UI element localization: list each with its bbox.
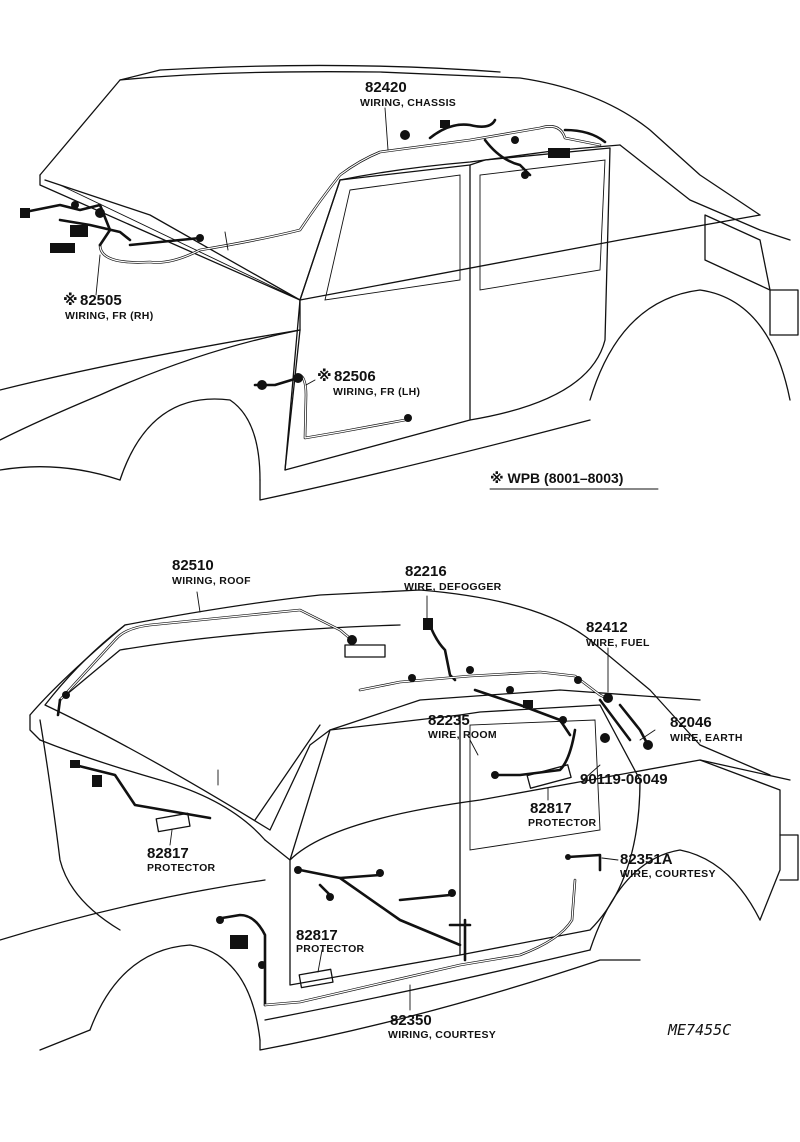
top-leaders [95, 107, 389, 386]
callout-82412-desc: WIRE, FUEL [586, 637, 650, 649]
harness-82350 [216, 866, 577, 1007]
harness-82505 [20, 201, 229, 253]
callout-82817-rear-desc: PROTECTOR [147, 862, 216, 874]
callout-82510-number: 82510 [172, 557, 214, 574]
callout-82235-number: 82235 [428, 712, 470, 729]
wpb-note-text: ※ WPB (8001–8003) [490, 470, 623, 486]
harness-82235 [358, 666, 632, 789]
callout-82235: 82235 WIRE, ROOM [428, 712, 497, 741]
callout-90119-number: 90119-06049 [580, 771, 668, 788]
callout-82817-door: 82817 PROTECTOR [296, 927, 365, 955]
callout-82216-desc: WIRE, DEFOGGER [404, 581, 502, 593]
callout-82817-center: 82817 PROTECTOR [528, 800, 597, 829]
wpb-note: ※ WPB (8001–8003) [489, 470, 659, 490]
callout-90119: 90119-06049 [580, 771, 668, 788]
callout-82817-rear-number: 82817 [147, 845, 189, 862]
bottom-car-body [0, 589, 799, 1051]
callout-82817-rear: 82817 PROTECTOR [147, 845, 216, 874]
callout-82216-number: 82216 [405, 563, 447, 580]
callout-82350: 82350 WIRING, COURTESY [388, 1012, 496, 1041]
callout-82506: ※ 82506 WIRING, FR (LH) [317, 367, 420, 398]
callout-82505: ※ 82505 WIRING, FR (RH) [63, 291, 154, 322]
callout-82510-desc: WIRING, ROOF [172, 575, 251, 587]
callout-82350-number: 82350 [390, 1012, 432, 1029]
callout-82216: 82216 WIRE, DEFOGGER [404, 563, 502, 593]
callout-82420: 82420 WIRING, CHASSIS [360, 79, 456, 109]
callout-82817-center-desc: PROTECTOR [528, 817, 597, 829]
callout-82505-desc: WIRING, FR (RH) [65, 310, 154, 322]
callout-82506-mark: ※ [317, 367, 332, 385]
callout-82505-mark: ※ [63, 291, 78, 309]
callout-82506-number: 82506 [334, 368, 376, 385]
harness-rear-lamp [70, 760, 219, 833]
callout-82351A-number: 82351A [620, 851, 673, 868]
callout-82817-door-number: 82817 [296, 927, 338, 944]
callout-82046: 82046 WIRE, EARTH [670, 714, 743, 744]
callout-82420-number: 82420 [365, 79, 407, 96]
callout-82412: 82412 WIRE, FUEL [586, 619, 650, 649]
callout-82046-desc: WIRE, EARTH [670, 732, 743, 744]
harness-82216 [423, 618, 457, 682]
callout-82510: 82510 WIRING, ROOF [172, 557, 251, 587]
callout-82350-desc: WIRING, COURTESY [388, 1029, 496, 1041]
harness-82046 [600, 703, 653, 750]
callout-82506-desc: WIRING, FR (LH) [333, 386, 420, 398]
drawing-code-text: ME7455C [667, 1021, 731, 1039]
bottom-leaders [169, 591, 656, 1011]
callout-82412-number: 82412 [586, 619, 628, 636]
callout-82046-number: 82046 [670, 714, 712, 731]
callout-82351A-desc: WIRE, COURTESY [620, 868, 716, 880]
harness-82420 [98, 118, 607, 264]
callout-82235-desc: WIRE, ROOM [428, 729, 497, 741]
callout-82505-number: 82505 [80, 292, 122, 309]
harness-82510 [56, 608, 386, 717]
callout-82817-center-number: 82817 [530, 800, 572, 817]
callout-82351A: 82351A WIRE, COURTESY [620, 851, 716, 880]
harness-82351A [565, 853, 602, 872]
callout-82420-desc: WIRING, CHASSIS [360, 97, 456, 109]
top-car-body [0, 64, 799, 501]
harness-82506 [253, 373, 412, 440]
callout-82817-door-desc: PROTECTOR [296, 943, 365, 955]
drawing-code: ME7455C [667, 1021, 731, 1039]
